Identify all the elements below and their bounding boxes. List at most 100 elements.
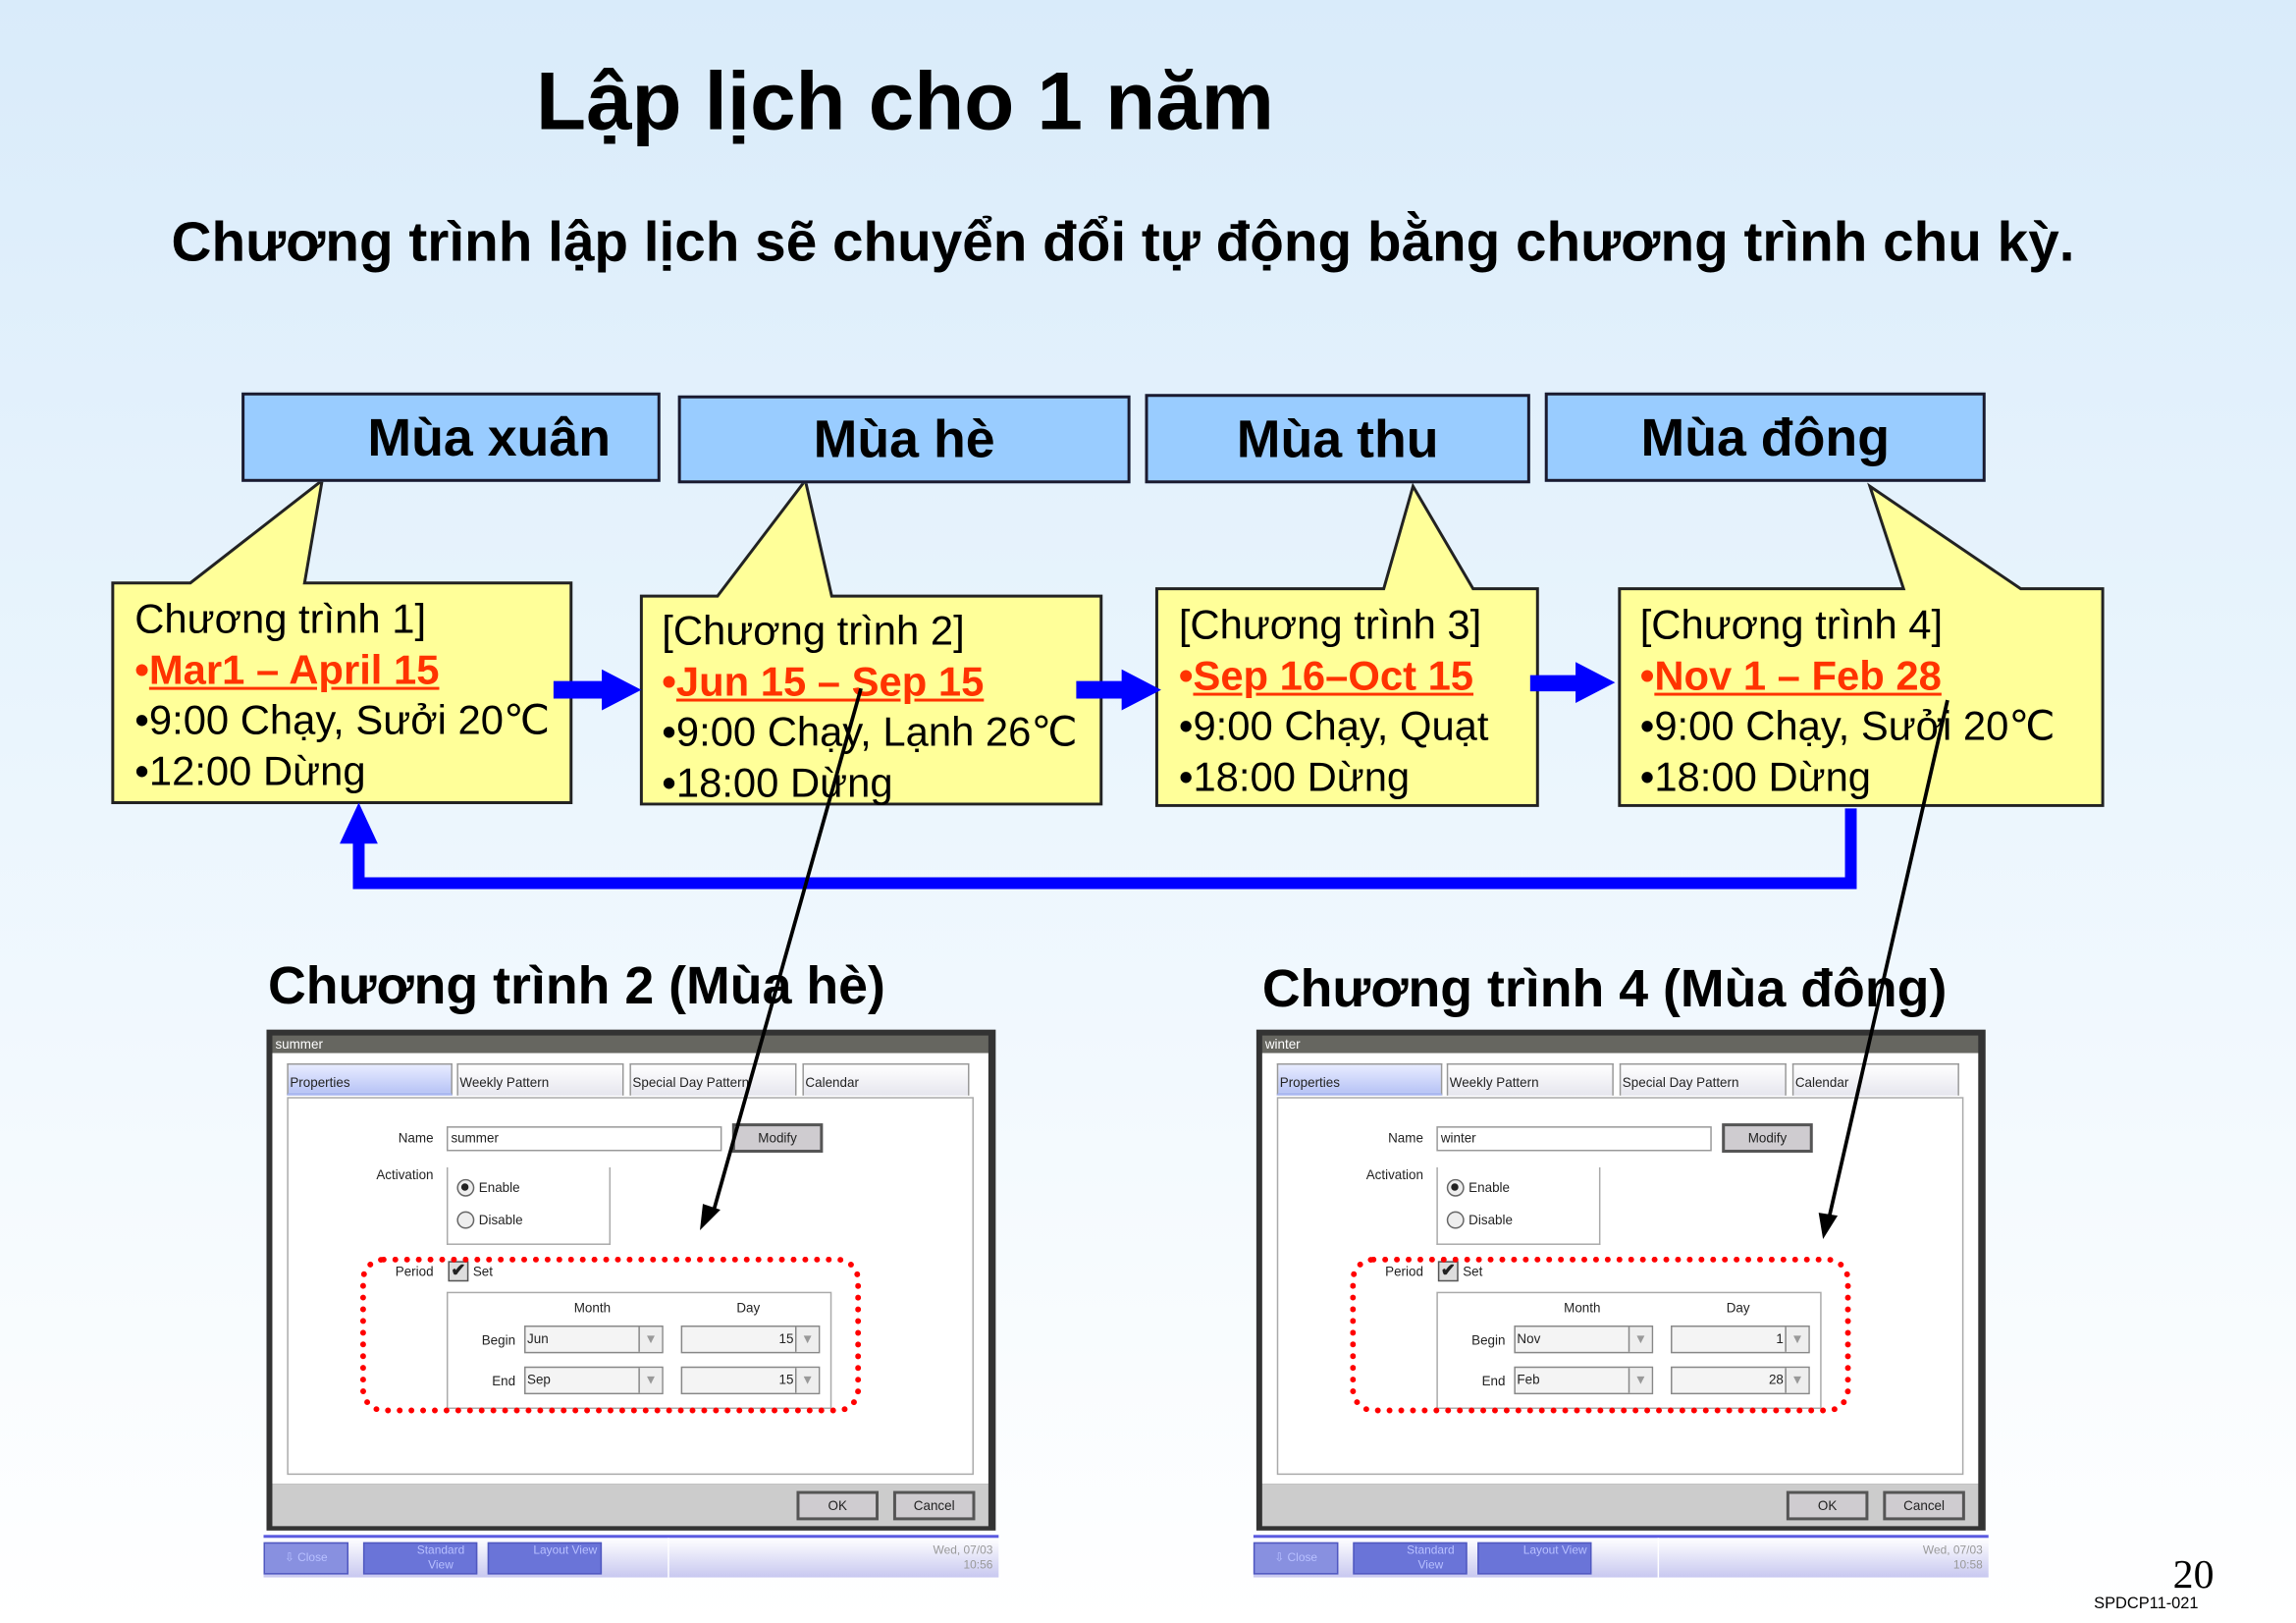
- program-heading: [Chương trình 2]: [662, 608, 965, 654]
- slide-title: Lập lịch cho 1 năm: [535, 54, 1274, 147]
- taskbar-divider: [667, 1538, 669, 1578]
- modify-button[interactable]: Modify: [1722, 1123, 1813, 1153]
- program-stop: •18:00 Dừng: [1178, 753, 1411, 799]
- program-period: •Mar1 – April 15: [134, 646, 440, 692]
- dropdown-arrow-icon: ▼: [638, 1368, 663, 1393]
- season-winter: Mùa đông: [1544, 392, 1986, 482]
- period-set-checkbox[interactable]: ✔: [448, 1261, 469, 1282]
- program-4: [Chương trình 4] •Nov 1 – Feb 28 •9:00 C…: [1640, 601, 2056, 803]
- layout-view-label: Layout View: [1522, 1543, 1587, 1557]
- time-text: 10:56: [963, 1558, 993, 1572]
- tab-properties[interactable]: Properties: [1276, 1062, 1443, 1096]
- ok-button[interactable]: OK: [796, 1490, 880, 1521]
- name-label: Name: [398, 1130, 434, 1146]
- dropdown-arrow-icon: ▼: [794, 1368, 819, 1393]
- program-period: •Sep 16–Oct 15: [1178, 652, 1474, 698]
- properties-panel: [1276, 1097, 1964, 1476]
- program-3-callout: [1154, 482, 1539, 807]
- set-label: Set: [1463, 1264, 1483, 1279]
- tab-calendar[interactable]: Calendar: [802, 1062, 970, 1096]
- begin-day-select[interactable]: 1▼: [1671, 1325, 1810, 1354]
- tab-special-day-pattern[interactable]: Special Day Pattern: [629, 1062, 797, 1096]
- taskbar: ⇩ Close Standard View Layout View Wed, 0…: [1253, 1535, 1989, 1578]
- name-input[interactable]: winter: [1436, 1126, 1712, 1152]
- dialog-title: summer: [272, 1035, 988, 1054]
- tab-weekly-pattern[interactable]: Weekly Pattern: [456, 1062, 624, 1096]
- layout-view-label: Layout View: [533, 1543, 598, 1557]
- cancel-button[interactable]: Cancel: [892, 1490, 976, 1521]
- slide-subtitle: Chương trình lập lịch sẽ chuyển đổi tự đ…: [171, 212, 2075, 274]
- standard-view-label: Standard View: [416, 1543, 465, 1572]
- program-1-callout: [111, 476, 573, 804]
- name-input[interactable]: summer: [446, 1126, 722, 1152]
- program-2: [Chương trình 2] •Jun 15 – Sep 15 •9:00 …: [662, 607, 1077, 809]
- day-header: Day: [736, 1300, 761, 1316]
- close-button[interactable]: ⇩ Close: [263, 1542, 349, 1575]
- date-text: Wed, 07/03: [933, 1543, 993, 1557]
- end-month-select[interactable]: Sep ▼: [524, 1366, 664, 1395]
- program-heading: [Chương trình 4]: [1639, 602, 1944, 648]
- tab-special-day-pattern[interactable]: Special Day Pattern: [1619, 1062, 1787, 1096]
- program-heading: Chương trình 1]: [134, 596, 427, 642]
- activation-label: Activation: [1365, 1166, 1423, 1182]
- standard-view-button[interactable]: Standard View: [362, 1542, 478, 1575]
- activation-label: Activation: [376, 1166, 434, 1182]
- begin-month-select[interactable]: Jun ▼: [524, 1325, 664, 1354]
- modify-button[interactable]: Modify: [731, 1123, 824, 1153]
- close-button[interactable]: ⇩ Close: [1253, 1542, 1339, 1575]
- activation-group: [446, 1166, 612, 1245]
- program-3: [Chương trình 3] •Sep 16–Oct 15 •9:00 Ch…: [1179, 601, 1489, 803]
- program-heading: [Chương trình 3]: [1178, 602, 1482, 648]
- season-summer: Mùa hè: [677, 395, 1131, 484]
- set-label: Set: [472, 1264, 493, 1279]
- begin-day-select[interactable]: 15▼: [680, 1325, 821, 1354]
- end-label: End: [492, 1374, 516, 1389]
- date-text: Wed, 07/03: [1922, 1543, 1983, 1557]
- tab-properties[interactable]: Properties: [287, 1062, 453, 1096]
- end-month-value: Sep: [527, 1372, 551, 1387]
- section-title-summer: Chương trình 2 (Mùa hè): [267, 954, 885, 1015]
- arrow-right-icon: [1529, 662, 1616, 704]
- enable-label: Enable: [478, 1180, 520, 1196]
- standard-view-button[interactable]: Standard View: [1353, 1542, 1468, 1575]
- disable-radio[interactable]: [1446, 1211, 1465, 1229]
- arrow-down-icon: ⇩: [284, 1550, 294, 1565]
- loop-back-arrow: [352, 808, 1857, 890]
- tab-calendar[interactable]: Calendar: [1791, 1062, 1959, 1096]
- layout-view-button[interactable]: Layout View: [1477, 1542, 1592, 1575]
- dropdown-arrow-icon: ▼: [638, 1326, 663, 1352]
- disable-radio[interactable]: [456, 1211, 475, 1229]
- enable-radio[interactable]: [1446, 1178, 1465, 1197]
- end-month-select[interactable]: Feb▼: [1514, 1366, 1654, 1395]
- program-period: •Nov 1 – Feb 28: [1639, 652, 1942, 698]
- end-month-value: Feb: [1517, 1372, 1540, 1387]
- document-code: SPDCP11-021: [2094, 1595, 2199, 1613]
- layout-view-button[interactable]: Layout View: [487, 1542, 603, 1575]
- arrow-up-icon: [340, 802, 378, 844]
- summer-schedule-dialog: summer Properties Weekly Pattern Special…: [263, 1029, 1002, 1581]
- begin-month-select[interactable]: Nov▼: [1514, 1325, 1654, 1354]
- end-day-value: 15: [778, 1372, 794, 1387]
- tab-weekly-pattern[interactable]: Weekly Pattern: [1446, 1062, 1614, 1096]
- end-day-select[interactable]: 28▼: [1671, 1366, 1810, 1395]
- enable-radio[interactable]: [456, 1178, 475, 1197]
- begin-month-value: Jun: [527, 1330, 549, 1346]
- cancel-button[interactable]: Cancel: [1883, 1490, 1965, 1521]
- dropdown-arrow-icon: ▼: [794, 1326, 819, 1352]
- begin-day-value: 1: [1776, 1330, 1784, 1346]
- program-4-callout: [1618, 482, 2105, 807]
- program-period: •Jun 15 – Sep 15: [662, 658, 985, 704]
- standard-view-label: Standard View: [1407, 1543, 1455, 1572]
- period-highlight-outline: [359, 1256, 862, 1414]
- program-start: •9:00 Chạy, Sưởi 20℃: [1639, 703, 2056, 749]
- page-number: 20: [2172, 1552, 2215, 1598]
- period-set-checkbox[interactable]: ✔: [1437, 1261, 1459, 1282]
- ok-button[interactable]: OK: [1786, 1490, 1869, 1521]
- begin-label: Begin: [1471, 1332, 1506, 1348]
- program-start: •9:00 Chạy, Sưởi 20℃: [134, 697, 550, 743]
- enable-label: Enable: [1468, 1180, 1510, 1196]
- name-label: Name: [1388, 1130, 1423, 1146]
- end-day-select[interactable]: 15▼: [680, 1366, 821, 1395]
